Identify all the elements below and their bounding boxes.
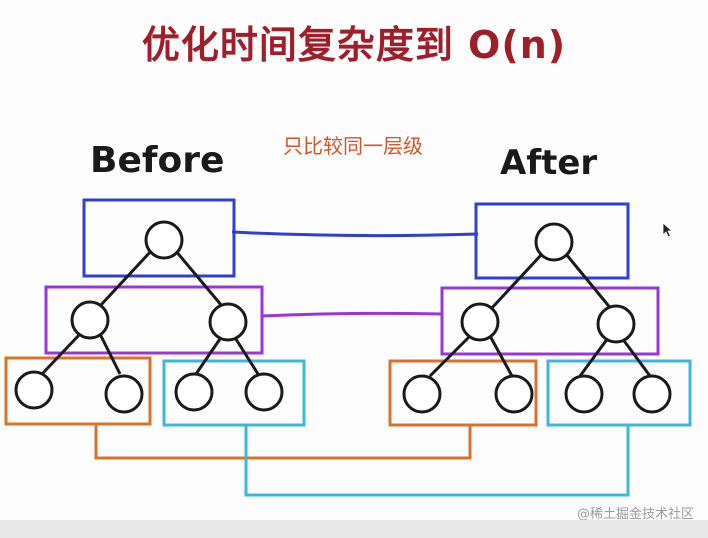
- after-tree-edges: [428, 252, 652, 378]
- before-node-r: [208, 302, 248, 342]
- before-level2-box: [44, 285, 264, 355]
- same-level-note: 只比较同一层级: [283, 134, 423, 158]
- before-leaf-1: [14, 370, 54, 410]
- before-level1-box: [82, 198, 236, 278]
- mouse-cursor-icon: [662, 222, 674, 238]
- after-leaf-2: [494, 374, 534, 414]
- tree-diff-diagram: [4, 198, 692, 497]
- after-tree-nodes: [402, 222, 672, 414]
- after-level1-box: [474, 202, 630, 280]
- watermark: @稀土掘金技术社区: [576, 507, 694, 522]
- after-node-l: [460, 302, 500, 342]
- after-level2-box: [440, 286, 660, 356]
- level3-left-connector: [94, 424, 472, 460]
- after-node-r: [596, 304, 636, 344]
- after-leaf-4: [632, 374, 672, 414]
- before-label: Before: [90, 140, 225, 181]
- after-level3-left-box: [388, 359, 538, 427]
- before-tree-nodes: [14, 220, 284, 414]
- after-leaf-3: [564, 374, 604, 414]
- before-level3-right-box: [162, 359, 306, 427]
- level1-connector: [231, 230, 479, 238]
- before-tree-edges: [40, 248, 260, 376]
- before-leaf-3: [174, 372, 214, 412]
- bottom-bar: [0, 520, 708, 538]
- after-level3-right-box: [546, 359, 692, 427]
- before-root-node: [144, 220, 184, 260]
- before-leaf-4: [244, 372, 284, 412]
- level2-connector: [261, 311, 443, 318]
- level3-right-connector: [244, 426, 630, 497]
- slide-canvas: 优化时间复杂度到 O(n) Before After 只比较同一层级: [4, 23, 694, 522]
- slide-title: 优化时间复杂度到 O(n): [141, 23, 567, 67]
- before-leaf-2: [104, 374, 144, 414]
- after-leaf-1: [402, 374, 442, 414]
- before-node-l: [70, 300, 110, 340]
- before-level3-left-box: [4, 356, 152, 426]
- after-label: After: [500, 143, 598, 183]
- after-root-node: [534, 222, 574, 262]
